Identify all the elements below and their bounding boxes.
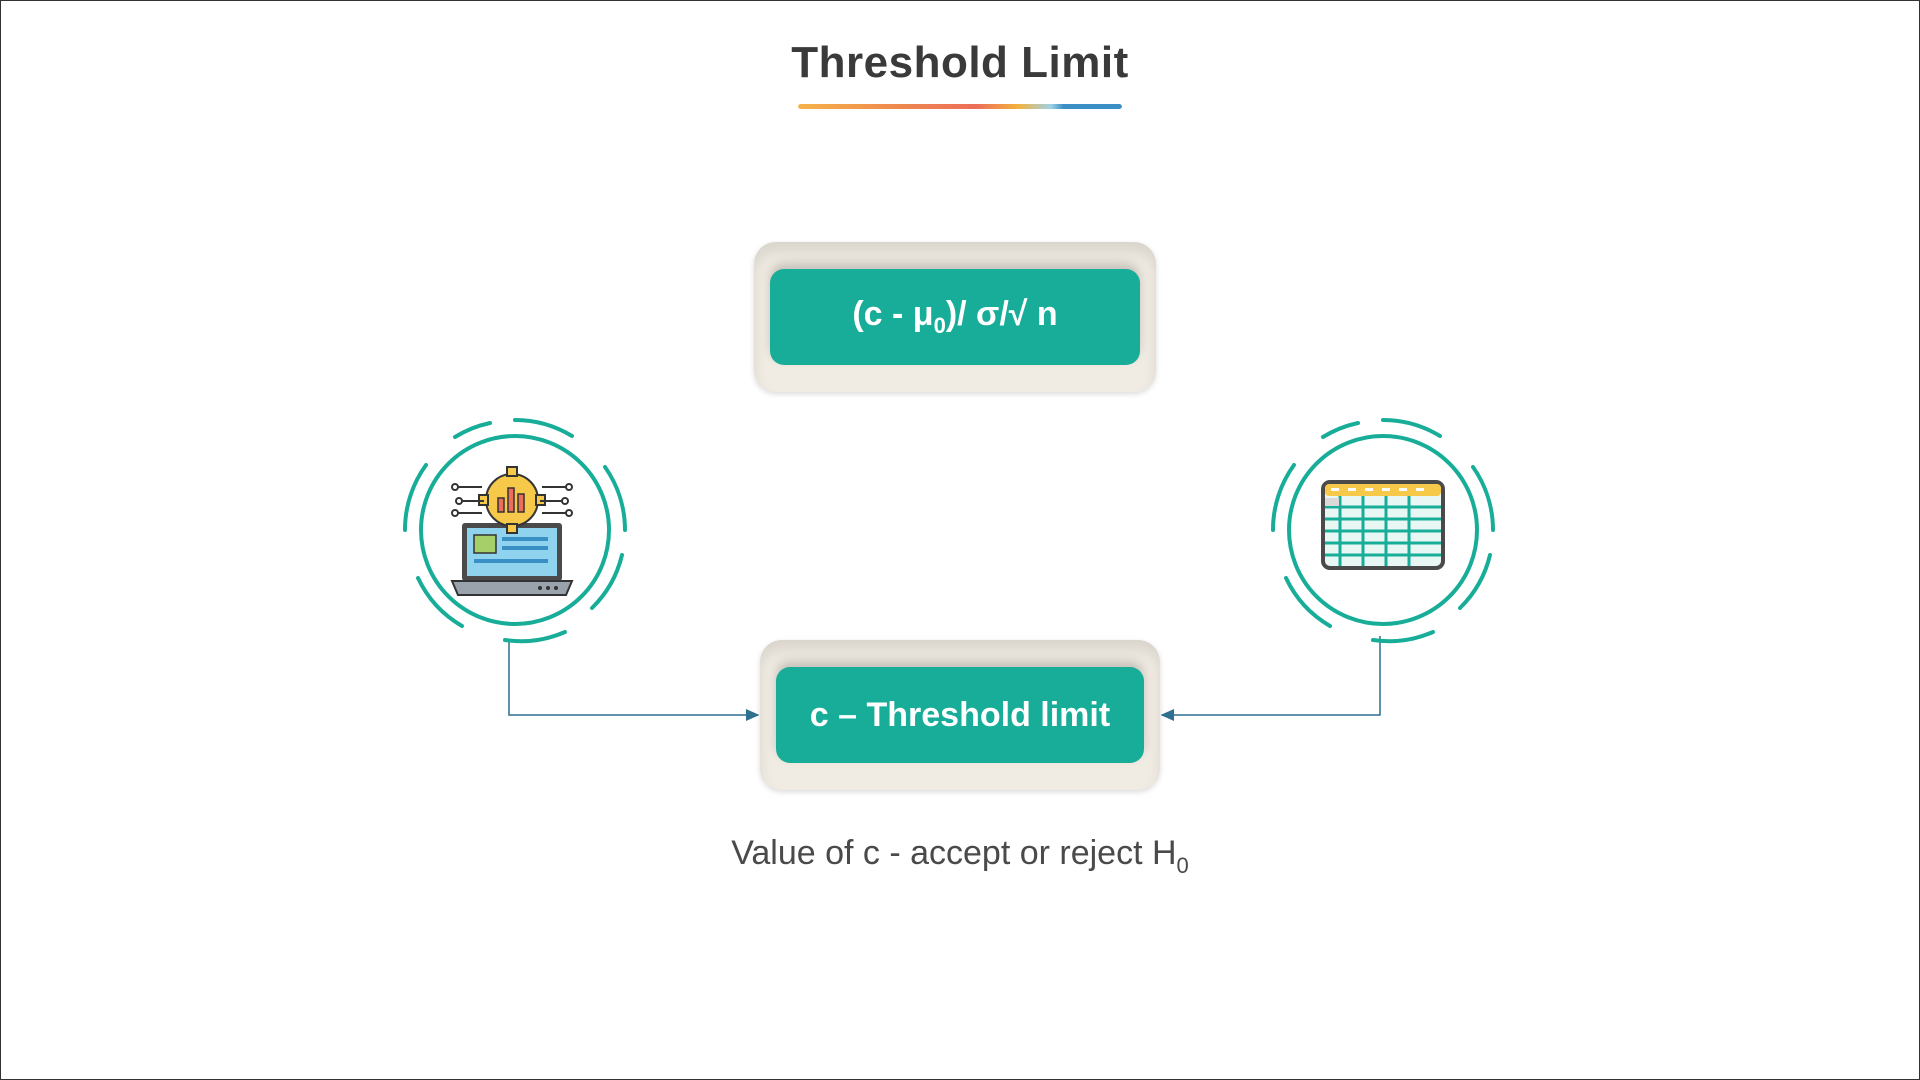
laptop-analytics-icon (402, 418, 627, 644)
threshold-card: c – Threshold limit (760, 640, 1160, 790)
threshold-label: c – Threshold limit (809, 695, 1111, 734)
formula-box: (c - μ0)/ σ/√ n (770, 269, 1140, 365)
formula-subscript: 0 (933, 313, 946, 338)
caption-text: Value of c - accept or reject H (731, 834, 1177, 872)
page-title: Threshold Limit (791, 38, 1129, 87)
formula-card: (c - μ0)/ σ/√ n (754, 242, 1156, 392)
formula-prefix: (c - μ (852, 295, 934, 333)
formula-text: (c - μ0)/ σ/√ n (852, 295, 1057, 339)
caption: Value of c - accept or reject H0 (0, 834, 1920, 879)
threshold-box: c – Threshold limit (776, 667, 1144, 763)
caption-subscript: 0 (1176, 853, 1189, 878)
spreadsheet-table-icon (1270, 418, 1495, 644)
title-underline (798, 104, 1122, 109)
left-connector-arrow (508, 642, 760, 721)
formula-suffix: )/ σ/√ n (945, 295, 1058, 333)
right-connector-arrow (1160, 636, 1381, 721)
